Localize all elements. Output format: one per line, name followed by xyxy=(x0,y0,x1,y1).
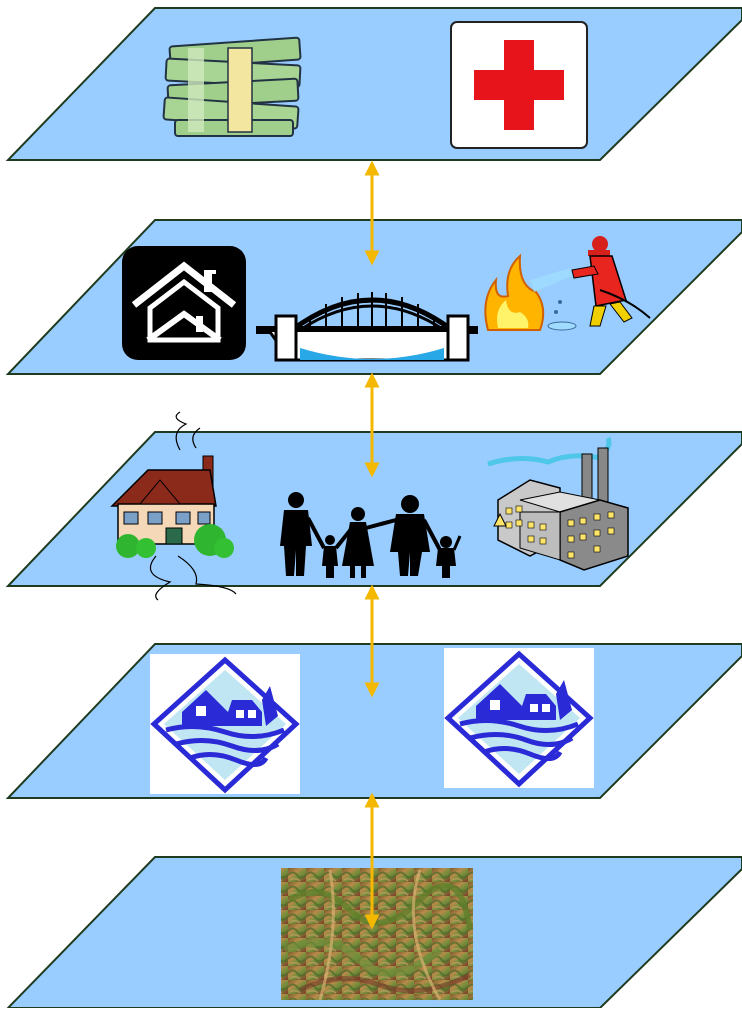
flood-house-icon xyxy=(444,648,594,788)
layer-3 xyxy=(8,412,742,600)
red-cross-icon xyxy=(451,22,587,148)
layer-2 xyxy=(8,220,742,374)
flood-house-icon xyxy=(150,654,300,794)
layer-1 xyxy=(8,8,742,160)
house-sign-icon xyxy=(122,246,246,360)
terrain-map-icon xyxy=(281,868,473,1000)
money-stack-icon xyxy=(163,37,300,136)
layer-4 xyxy=(8,644,742,798)
layer-4-plane xyxy=(8,644,742,798)
layer-1-plane xyxy=(8,8,742,160)
layer-5 xyxy=(8,857,742,1008)
